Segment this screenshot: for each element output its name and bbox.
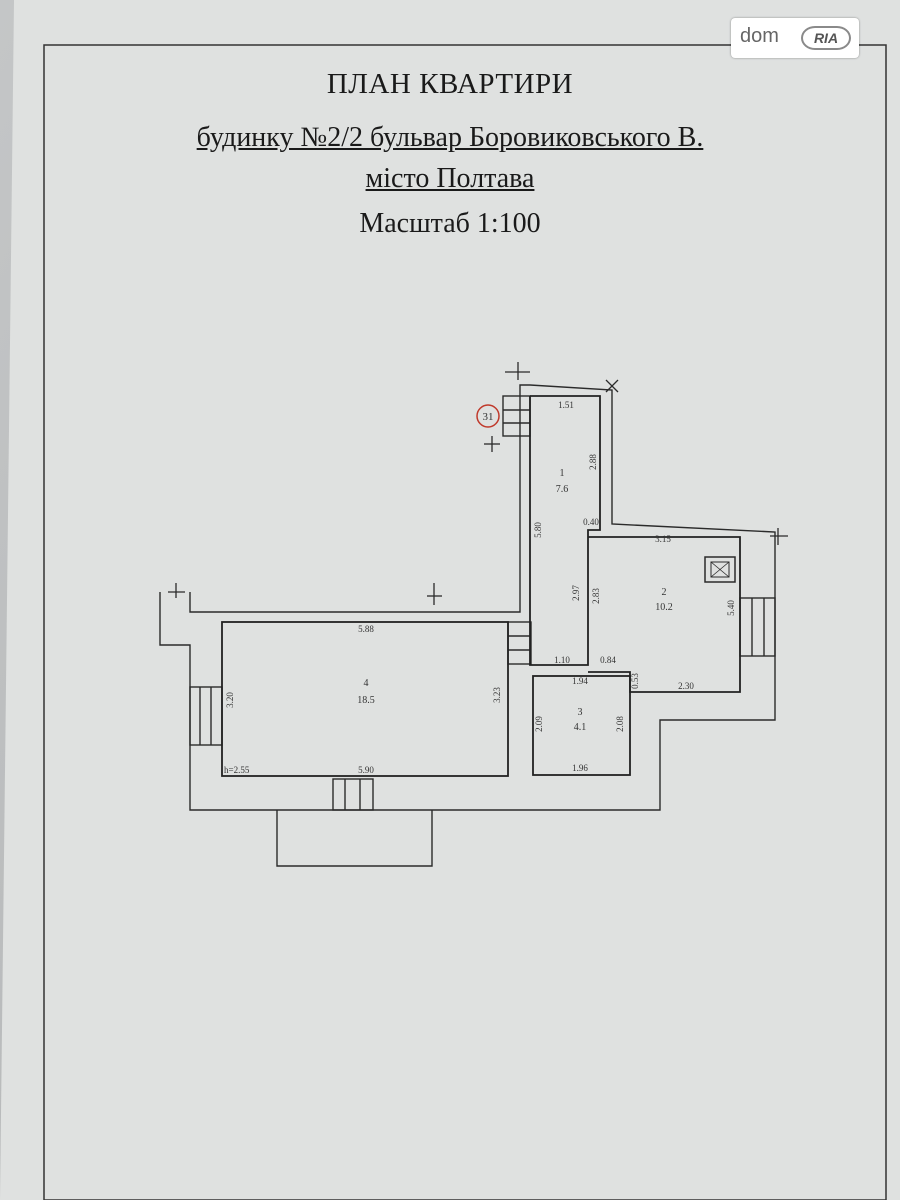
ceiling-height: h=2.55	[224, 765, 250, 775]
wall-markers	[168, 362, 788, 605]
dim-r1-left: 5.80	[533, 522, 543, 538]
dim-r2-left-b: 2.83	[591, 588, 601, 604]
dim-r2-step: 0.84	[600, 655, 616, 665]
walls-outer	[159, 384, 776, 867]
dim-r4-left: 3.20	[225, 692, 235, 708]
room-4-area: 18.5	[357, 695, 375, 706]
room-1-number: 1	[560, 468, 565, 479]
dim-r4-bottom: 5.90	[358, 765, 374, 775]
room-3-outline	[532, 675, 631, 776]
dim-corridor-110: 1.10	[554, 655, 570, 665]
room-4-number: 4	[364, 678, 369, 689]
dim-r2-step-v: 0.53	[630, 673, 640, 689]
dim-r3-top: 1.94	[572, 676, 588, 686]
room-1-outline	[529, 395, 601, 666]
room-3-number: 3	[578, 707, 583, 718]
room-2-area: 10.2	[655, 602, 673, 613]
dim-r3-left: 2.09	[534, 716, 544, 732]
inventory-stamp: 31	[476, 404, 500, 428]
room-labels: 1 7.6 2 10.2 3 4.1 4 18.5	[357, 468, 673, 733]
sheet-frame	[43, 44, 887, 1200]
room-1-area: 7.6	[556, 484, 569, 495]
dom-ria-logo: dom RIA	[731, 18, 859, 58]
dim-gap-040: 0.40	[583, 517, 599, 527]
logo-dom-text: dom	[740, 25, 779, 47]
dim-r2-left-a: 2.97	[571, 585, 581, 601]
dim-r3-bottom: 1.96	[572, 763, 588, 773]
dim-r4-top: 5.88	[358, 624, 374, 634]
dim-r2-bottom: 2.30	[678, 681, 694, 691]
room-2-outline	[588, 536, 741, 693]
room-3-area: 4.1	[574, 722, 587, 733]
logo-ria-badge: RIA	[801, 26, 851, 50]
dim-r3-right: 2.08	[615, 716, 625, 732]
address-line: будинку №2/2 бульвар Боровиковського В.	[196, 122, 704, 153]
dim-r1-top: 1.51	[558, 400, 574, 410]
city-line: місто Полтава	[365, 163, 535, 194]
dim-r4-right: 3.23	[492, 687, 502, 703]
stamp-number: 31	[483, 411, 494, 423]
dimension-labels: 1.51 2.88 5.80 0.40 3.15 2.97 2.83 5.40 …	[224, 400, 736, 775]
stove-icon	[704, 556, 736, 583]
walls-rooms	[221, 395, 741, 777]
room-2-number: 2	[662, 587, 667, 598]
plan-title: ПЛАН КВАРТИРИ	[326, 68, 574, 100]
dim-r2-top: 3.15	[655, 534, 671, 544]
room-4-outline	[221, 621, 509, 777]
dim-r1-right: 2.88	[588, 454, 598, 470]
dim-r2-right: 5.40	[726, 600, 736, 616]
scale-label: Масштаб 1:100	[359, 208, 541, 239]
